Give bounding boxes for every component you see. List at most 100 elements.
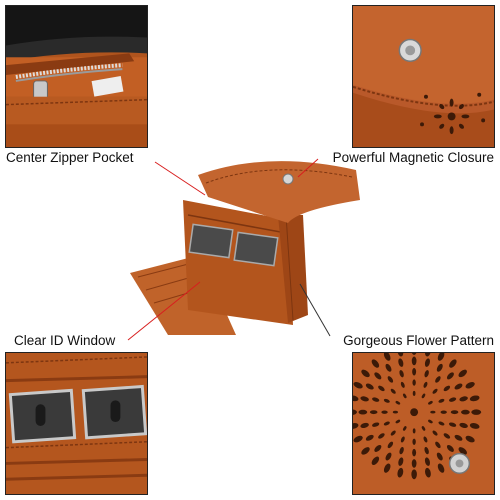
flower-hole — [383, 421, 390, 426]
flower-hole — [438, 421, 445, 426]
flower-hole — [424, 447, 429, 455]
flower-hole — [461, 409, 470, 415]
flower-hole — [400, 381, 405, 388]
flower-hole — [365, 434, 374, 441]
flower-hole — [372, 422, 380, 427]
photo-zipper-pocket — [5, 5, 148, 148]
flower-hole — [432, 430, 438, 436]
flower-hole — [423, 436, 428, 443]
flower-hole — [353, 423, 359, 429]
flower-hole — [430, 410, 436, 414]
flower-hole — [443, 433, 451, 439]
flower-hole — [425, 353, 431, 357]
flower-hole — [412, 448, 417, 457]
flower-hole — [448, 397, 457, 402]
flower-hole — [443, 385, 451, 392]
caption-flower-pattern: Gorgeous Flower Pattern — [343, 333, 494, 348]
flower-hole — [454, 434, 463, 441]
flower-hole — [371, 359, 380, 368]
flower-hole — [458, 447, 467, 455]
flower-hole — [446, 444, 454, 452]
flower-hole — [465, 435, 475, 443]
magnetic-closure-image — [353, 6, 494, 147]
flower-hole — [424, 358, 430, 367]
flower-hole — [423, 381, 428, 388]
flower-hole — [383, 463, 391, 473]
photo-id-window — [5, 352, 148, 495]
flower-hole — [353, 409, 357, 415]
flower-hole — [385, 452, 392, 461]
flower-hole — [385, 363, 392, 372]
flower-hole — [369, 410, 378, 415]
flower-hole — [421, 393, 426, 399]
flower-hole — [399, 370, 404, 378]
flower-hole — [378, 433, 385, 439]
flower-hole — [436, 363, 443, 372]
flower-hole — [361, 369, 370, 378]
flower-hole — [387, 376, 394, 383]
flower-hole — [428, 401, 433, 405]
flower-hole — [425, 467, 431, 478]
wallet-main-photo — [128, 145, 363, 335]
flower-pattern-image — [353, 353, 494, 494]
flower-hole — [374, 444, 382, 452]
flower-hole — [353, 381, 363, 389]
flower-hole — [421, 426, 426, 431]
flower-hole — [424, 457, 430, 466]
flower-hole — [397, 353, 404, 357]
flower-hole — [398, 358, 404, 367]
id-window-image — [6, 353, 147, 494]
flower-hole — [397, 467, 404, 478]
flower-hole — [395, 419, 401, 424]
flower-hole — [383, 398, 390, 403]
flower-hole — [403, 426, 407, 431]
flower-hole — [435, 376, 441, 383]
flower-hole — [395, 401, 401, 405]
flower-hole — [454, 383, 463, 390]
flower-hole — [365, 383, 374, 390]
flower-hole — [437, 463, 445, 473]
flower-hole — [459, 422, 468, 429]
flower-hole — [378, 385, 385, 392]
flower-hole — [371, 456, 380, 465]
photo-flower-pattern — [352, 352, 495, 495]
flower-hole — [446, 372, 454, 380]
flower-hole — [437, 353, 445, 361]
flower-hole — [411, 459, 417, 468]
flower-hole — [432, 388, 438, 394]
flower-hole — [449, 359, 457, 368]
wallet-image — [130, 161, 360, 335]
flower-hole — [411, 469, 417, 480]
flower-hole — [353, 435, 363, 443]
flower-hole — [403, 393, 407, 399]
flower-hole — [471, 409, 482, 415]
caption-clear-id-window: Clear ID Window — [14, 333, 116, 348]
flower-hole — [465, 381, 475, 389]
flower-hole — [372, 397, 380, 402]
flower-center — [410, 408, 419, 417]
flower-hole — [360, 422, 369, 429]
flower-hole — [398, 457, 404, 466]
flower-hole — [412, 438, 416, 445]
flower-hole — [387, 441, 394, 449]
flower-hole — [360, 396, 369, 402]
flower-hole — [412, 428, 416, 434]
flower-hole — [440, 410, 447, 414]
flower-hole — [361, 447, 370, 455]
flower-hole — [381, 410, 388, 414]
flower-hole — [412, 367, 417, 376]
flower-hole — [358, 409, 368, 415]
flower-hole — [469, 423, 480, 429]
flower-hole — [390, 388, 396, 394]
flower-hole — [412, 390, 416, 396]
flower-hole — [411, 353, 417, 355]
flower-hole — [411, 356, 417, 366]
flower-hole — [436, 452, 443, 461]
flower-hole — [469, 395, 480, 402]
flower-hole — [374, 372, 382, 380]
flower-hole — [438, 398, 445, 403]
flower-hole — [390, 430, 396, 436]
flower-hole — [383, 353, 391, 361]
flower-hole — [458, 369, 467, 378]
flower-hole — [412, 379, 416, 386]
